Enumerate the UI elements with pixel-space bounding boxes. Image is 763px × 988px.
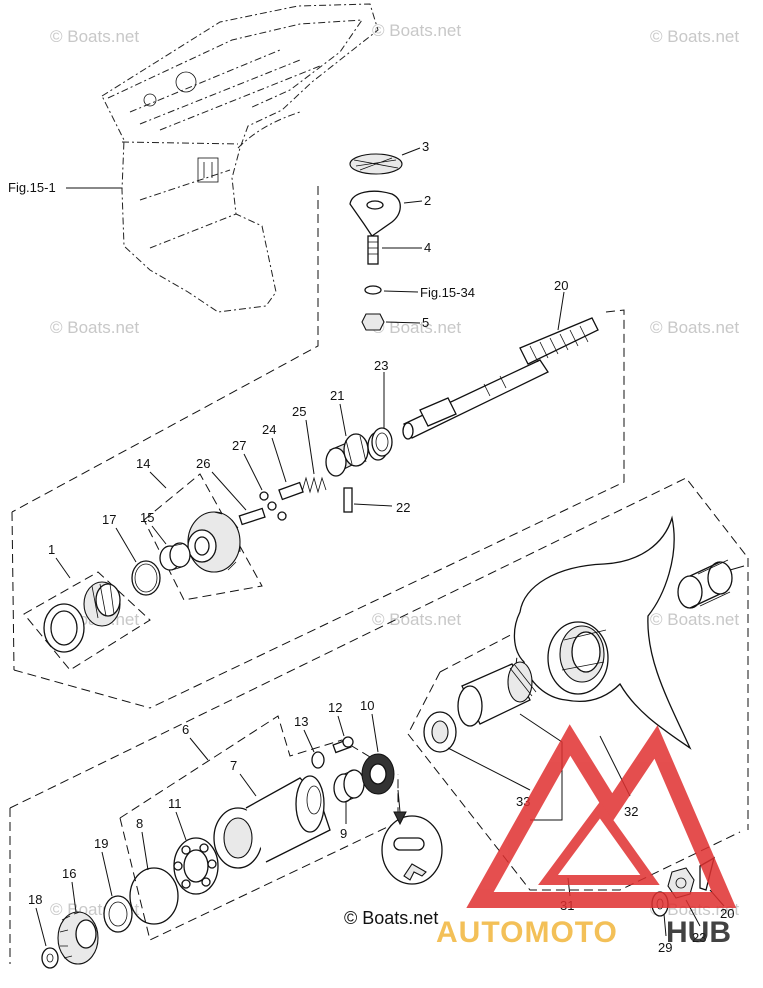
callout-27: 27 — [232, 438, 246, 453]
watermark: © Boats.net — [372, 610, 461, 629]
callout-14: 14 — [136, 456, 150, 471]
sleeve-23 — [367, 427, 393, 461]
logo-word-automoto: AUTOMOTO — [436, 916, 618, 949]
callout-19: 19 — [94, 836, 108, 851]
reverse-gear-group-outline — [143, 473, 263, 601]
spacer-20-right — [677, 559, 733, 609]
callout-10: 10 — [360, 698, 374, 713]
trim-tab — [349, 190, 401, 237]
plunger-24 — [278, 481, 304, 501]
shift-plunger — [238, 507, 266, 526]
callout-32: 32 — [624, 804, 638, 819]
pinion-gear-16 — [57, 911, 99, 965]
watermark: © Boats.net — [50, 318, 139, 337]
shim-17 — [131, 560, 161, 596]
callout-8: 8 — [136, 816, 143, 831]
copyright-text: © Boats.net — [344, 908, 438, 928]
callout-1: 1 — [48, 542, 55, 557]
callout-7: 7 — [230, 758, 237, 773]
watermark: © Boats.net — [650, 610, 739, 629]
washer-18 — [41, 947, 59, 969]
spring-25 — [301, 476, 327, 494]
watermark: © Boats.net — [650, 27, 739, 46]
callout-11: 11 — [168, 796, 182, 811]
steel-balls — [259, 491, 287, 521]
thrust-washer — [423, 711, 457, 753]
bevel-gear-14 — [187, 511, 241, 573]
callout-24: 24 — [262, 422, 276, 437]
callout-6: 6 — [182, 722, 189, 737]
callout-17: 17 — [102, 512, 116, 527]
reference-fig-15-1: Fig.15-1 — [8, 180, 56, 195]
ball-bearing-11 — [173, 837, 219, 895]
callout-23-bottom: 23 — [692, 930, 706, 945]
callout-22: 22 — [396, 500, 410, 515]
dog-clutch — [325, 433, 369, 477]
automotohub-logo: AUTOMOTO HUB — [436, 724, 737, 949]
bearing-group-outline — [23, 571, 151, 671]
callout-3: 3 — [422, 139, 429, 154]
logo-word-hub: HUB — [666, 916, 731, 949]
callout-23: 23 — [374, 358, 388, 373]
tapered-bearing-1 — [43, 581, 121, 653]
needle-bearing-9 — [333, 769, 365, 803]
reference-fig-15-34: Fig.15-34 — [420, 285, 475, 300]
propeller-shaft — [402, 317, 599, 440]
watermark: © Boats.net — [650, 318, 739, 337]
callout-26: 26 — [196, 456, 210, 471]
lower-casing-outline — [101, 3, 379, 313]
callout-21: 21 — [330, 388, 344, 403]
callout-13: 13 — [294, 714, 308, 729]
anode-plate — [349, 153, 403, 175]
o-ring-8 — [129, 867, 179, 925]
watermark: © Boats.net — [372, 318, 461, 337]
callout-4: 4 — [424, 240, 431, 255]
washer-fig-15-34 — [364, 285, 382, 295]
callout-5: 5 — [422, 315, 429, 330]
callout-18: 18 — [28, 892, 42, 907]
callout-29: 29 — [658, 940, 672, 955]
callout-2: 2 — [424, 193, 431, 208]
bolt-12 — [332, 736, 354, 754]
callout-15: 15 — [140, 510, 154, 525]
callout-20-bottom: 20 — [720, 906, 734, 921]
pinion-gear-10 — [361, 753, 395, 795]
detail-inset — [381, 789, 443, 885]
watermark: © Boats.net — [372, 21, 461, 40]
bearing-housing — [213, 775, 331, 869]
gear-group-outline — [11, 186, 625, 709]
nut-5 — [361, 313, 385, 331]
watermark: © Boats.net — [50, 27, 139, 46]
callout-9: 9 — [340, 826, 347, 841]
cross-pin — [343, 487, 353, 513]
washer-13 — [311, 751, 325, 769]
callout-12: 12 — [328, 700, 342, 715]
propeller — [513, 515, 692, 750]
bolt-4 — [367, 235, 379, 265]
needle-bearing-15 — [159, 542, 191, 571]
rubber-bushing — [457, 661, 537, 727]
callout-16: 16 — [62, 866, 76, 881]
shim-19 — [103, 895, 133, 933]
callout-20: 20 — [554, 278, 568, 293]
lower-group-outline — [9, 477, 749, 964]
callout-25: 25 — [292, 404, 306, 419]
